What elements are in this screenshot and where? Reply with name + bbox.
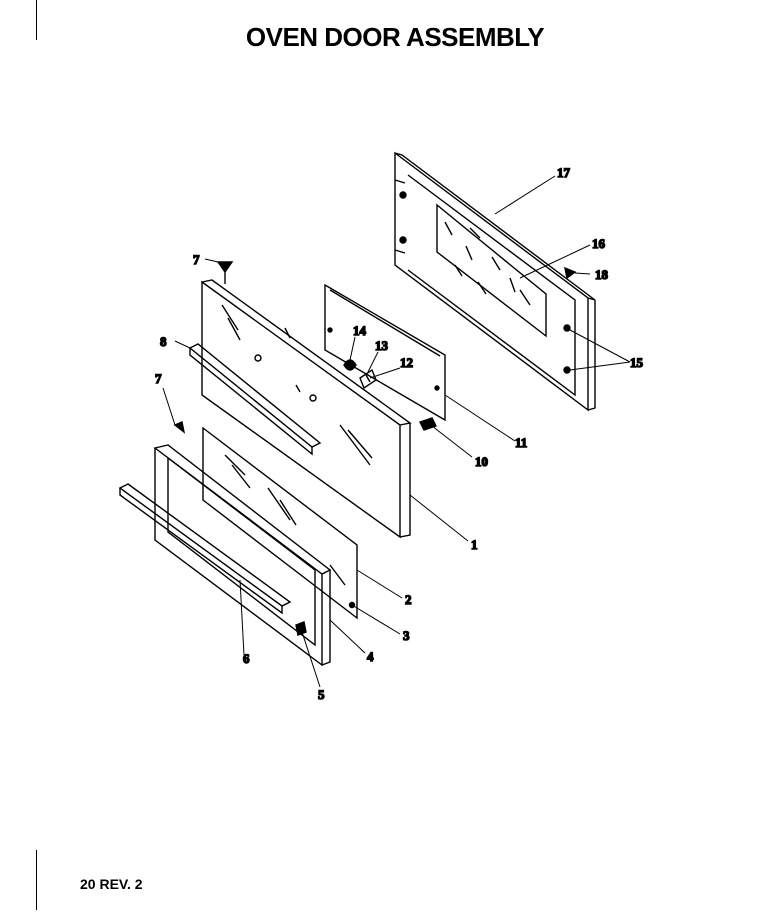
label-17: 17 [557,165,571,180]
glass-frame [153,444,332,667]
label-12: 12 [400,355,413,370]
spacer-10 [419,417,437,431]
label-13: 13 [375,338,389,353]
label-2: 2 [405,592,412,607]
trim-channel [118,483,292,615]
handle-bar [188,343,322,456]
screw-18 [564,266,577,280]
label-5: 5 [318,687,325,702]
label-1: 1 [471,537,478,552]
clip-5 [295,621,307,636]
label-18: 18 [595,267,609,282]
label-8: 8 [160,334,167,349]
label-11: 11 [515,435,527,450]
scan-edge-bottom-left [36,850,37,910]
page-footer: 20 REV. 2 [80,876,143,892]
baffle-plate [324,283,446,422]
screw-7-left [173,421,186,434]
hinge-hardware [343,359,377,390]
label-4: 4 [367,649,374,664]
inner-glass [202,426,358,620]
leader-lines [162,175,631,688]
label-7-top: 7 [193,252,200,267]
label-15: 15 [630,355,644,370]
label-16: 16 [592,236,606,251]
scan-edge-top-left [36,0,37,40]
label-14: 14 [353,323,367,338]
label-10: 10 [475,454,488,469]
screw-7-top [216,261,234,284]
label-6: 6 [243,651,250,666]
page-title: OVEN DOOR ASSEMBLY [245,22,545,52]
label-3: 3 [403,628,410,643]
label-7-left: 7 [155,371,162,386]
rear-door-panel [394,151,596,412]
